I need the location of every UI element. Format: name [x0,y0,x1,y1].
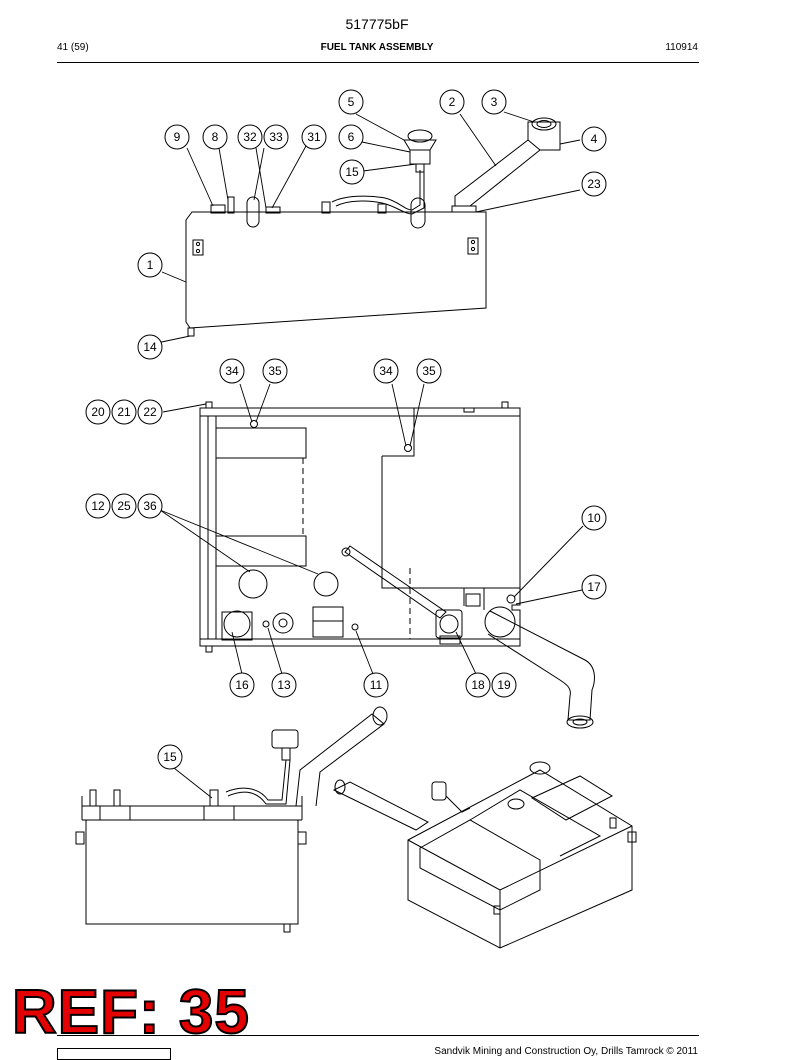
svg-text:12: 12 [91,499,105,513]
svg-text:18: 18 [471,678,485,692]
callout-3: 3 [481,89,507,115]
svg-text:22: 22 [143,405,157,419]
callout-9: 9 [164,124,190,150]
callout-32: 32 [237,124,263,150]
svg-text:34: 34 [379,364,393,378]
page-number: 41 (59) [57,42,89,53]
callout-4: 4 [581,126,607,152]
tank-isometric-view [332,761,637,949]
svg-text:19: 19 [497,678,511,692]
svg-text:6: 6 [348,130,355,144]
ref-stamp: REF: 35 [11,978,250,1047]
svg-text:36: 36 [143,499,157,513]
footer-copyright: Sandvik Mining and Construction Oy, Dril… [434,1046,698,1057]
callout-25: 25 [111,493,137,519]
callout-16: 16 [229,672,255,698]
callout-18: 18 [465,672,491,698]
svg-text:2: 2 [449,95,456,109]
svg-text:33: 33 [269,130,283,144]
svg-text:10: 10 [587,511,601,525]
callout-8: 8 [202,124,228,150]
svg-text:21: 21 [117,405,131,419]
callout-14: 14 [137,334,163,360]
svg-text:15: 15 [163,750,177,764]
callout-5: 5 [338,89,364,115]
company-logo [57,1048,171,1060]
svg-text:14: 14 [143,340,157,354]
svg-text:15: 15 [345,165,359,179]
svg-text:13: 13 [277,678,291,692]
svg-text:35: 35 [268,364,282,378]
svg-text:4: 4 [591,132,598,146]
tank-side-view [185,117,561,337]
callout-2: 2 [439,89,465,115]
svg-text:23: 23 [587,177,601,191]
svg-text:8: 8 [212,130,219,144]
callout-33: 33 [263,124,289,150]
leader-lines [151,111,584,799]
callout-31: 31 [301,124,327,150]
callout-20: 20 [85,399,111,425]
svg-text:9: 9 [174,130,181,144]
callout-35-right: 35 [416,358,442,384]
callout-15-top: 15 [339,159,365,185]
callout-19: 19 [491,672,517,698]
svg-text:11: 11 [370,678,383,692]
callout-17: 17 [581,574,607,600]
tank-front-view [75,706,388,933]
callout-11: 11 [363,672,389,698]
svg-text:16: 16 [235,678,249,692]
callout-1: 1 [137,252,163,278]
svg-text:34: 34 [225,364,239,378]
callout-15-bottom: 15 [157,744,183,770]
tank-top-view [199,401,595,729]
callout-10: 10 [581,505,607,531]
svg-text:35: 35 [422,364,436,378]
svg-text:32: 32 [243,130,257,144]
callout-35-left: 35 [262,358,288,384]
callout-36: 36 [137,493,163,519]
svg-text:17: 17 [587,580,601,594]
callout-22: 22 [137,399,163,425]
callout-bubbles: 1 2 3 4 5 6 8 9 32 33 31 15 23 14 34 35 … [85,89,607,770]
callout-13: 13 [271,672,297,698]
callout-21: 21 [111,399,137,425]
section-title: FUEL TANK ASSEMBLY [320,42,434,53]
callout-12: 12 [85,493,111,519]
callout-34-right: 34 [373,358,399,384]
document-number: 517775bF [345,16,409,32]
header-rule [57,62,699,63]
svg-text:31: 31 [307,130,321,144]
svg-text:1: 1 [147,258,154,272]
svg-text:20: 20 [91,405,105,419]
svg-text:5: 5 [348,95,355,109]
svg-text:25: 25 [117,499,131,513]
callout-34-left: 34 [219,358,245,384]
svg-text:3: 3 [491,95,498,109]
callout-6: 6 [338,124,364,150]
callout-23: 23 [581,171,607,197]
date-code: 110914 [665,42,698,53]
footer-rule [57,1035,699,1036]
